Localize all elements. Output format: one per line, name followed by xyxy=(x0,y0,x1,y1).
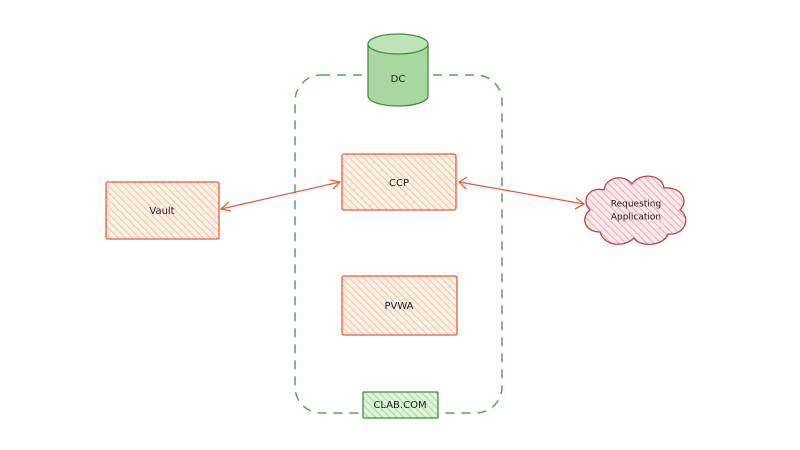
pvwa-node[interactable]: PVWA xyxy=(341,275,458,336)
domain-label: CLAB.COM xyxy=(373,400,426,411)
ccp-box xyxy=(341,153,457,211)
vault-node[interactable]: Vault xyxy=(105,181,220,240)
dc-cylinder-body xyxy=(367,44,429,107)
arrow-vault-ccp-head-left xyxy=(219,201,232,212)
domain-label-box xyxy=(362,391,439,419)
requesting-application-node[interactable]: Requesting Application xyxy=(584,175,687,245)
arrow-ccp-requesting-application-head-right xyxy=(574,197,586,210)
pvwa-box xyxy=(341,275,458,336)
arrow-ccp-requesting-application-line xyxy=(458,181,585,205)
dc-cylinder-top xyxy=(367,33,429,55)
domain-boundary xyxy=(294,74,503,414)
vault-label: Vault xyxy=(149,206,174,217)
arrow-vault-ccp-head-right xyxy=(329,179,342,190)
arrow-vault-ccp xyxy=(219,179,342,212)
dc-label: DC xyxy=(391,74,406,85)
requesting-application-label-line1: Requesting xyxy=(611,200,661,210)
ccp-label: CCP xyxy=(389,178,409,189)
domain-label-node: CLAB.COM xyxy=(362,391,439,419)
dc-database[interactable]: DC xyxy=(367,33,429,107)
vault-box xyxy=(105,181,220,240)
ccp-node[interactable]: CCP xyxy=(341,153,457,211)
arrow-vault-ccp-line xyxy=(220,181,341,210)
arrow-ccp-requesting-application xyxy=(457,176,586,210)
pvwa-label: PVWA xyxy=(384,301,413,312)
arrow-ccp-requesting-application-head-left xyxy=(457,176,468,190)
requesting-application-label-line2: Application xyxy=(611,213,661,223)
requesting-application-cloud xyxy=(584,175,687,245)
